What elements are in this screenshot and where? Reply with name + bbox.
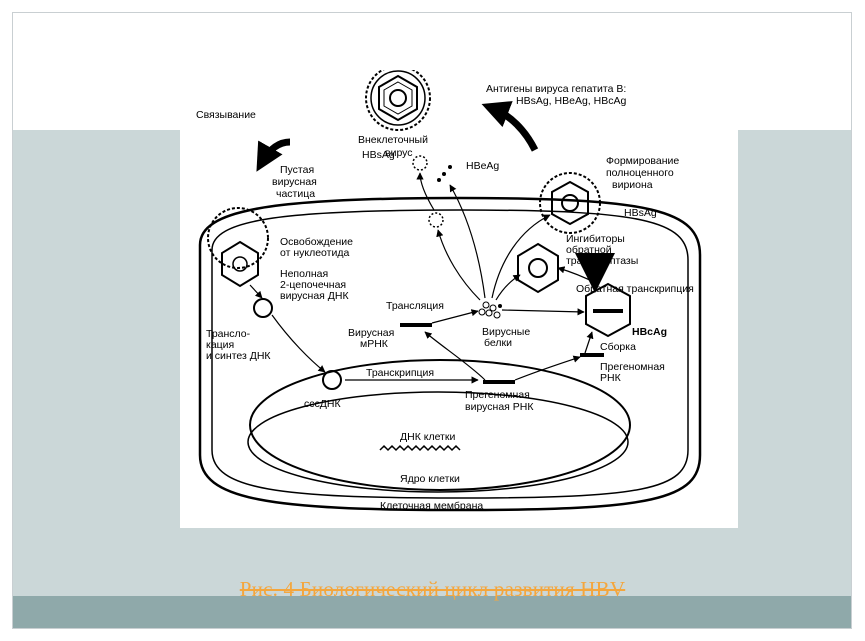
cell-membrane-inner — [211, 209, 689, 499]
cell-nucleus-label: Ядро клетки — [400, 473, 460, 485]
slide-band-bottom — [13, 596, 851, 628]
extracellular-label-1: Внеклеточный — [358, 134, 428, 146]
translocation-label-2: кация — [206, 339, 234, 351]
release-label-1: Освобождение — [280, 236, 353, 248]
extracellular-virus-icon — [365, 65, 431, 131]
hbsag-particle-top — [412, 155, 428, 171]
antigens-label-1: Антигены вируса гепатита В: — [486, 83, 626, 95]
transcription-label: Транскрипция — [366, 367, 434, 379]
arrow-proteins-to-nucleocapsid — [495, 274, 521, 301]
arrow-translation — [431, 309, 479, 324]
arrow-proteins-to-hbeag — [449, 184, 486, 299]
arrow-to-assembly — [584, 331, 594, 354]
empty-particle-label-2: вирусная — [272, 176, 317, 188]
inhibitors-label-1: Ингибиторы — [566, 233, 625, 245]
arrow-to-mrna — [424, 331, 486, 381]
hbeag-dots — [437, 165, 452, 182]
cccdna-label: cccДНК — [304, 398, 341, 410]
pregenomic-viral-label-1: Прегеномная — [465, 389, 530, 401]
hbeag-label: HBeAg — [466, 160, 499, 172]
figure-caption: Рис. 4 Биологический цикл развития HBV — [239, 577, 626, 601]
inhibitors-label-3: транскриптазы — [566, 255, 638, 267]
assembly-label: Сборка — [600, 341, 636, 353]
viral-mrna-label-1: Вирусная — [348, 327, 394, 339]
arrow-proteins-to-assembly — [501, 308, 585, 316]
viral-proteins-label-1: Вирусные — [482, 326, 530, 338]
assembly-hexagon-icon — [585, 282, 631, 338]
hbcag-label: HBcAg — [632, 326, 667, 338]
antigens-label-2: HBsAg, HBeAg, HBcAg — [516, 95, 626, 107]
cell-membrane-label: Клеточная мембрана — [380, 500, 483, 512]
viral-proteins-label-2: белки — [484, 337, 512, 349]
incomplete-dna-label-2: 2-цепочечная — [280, 279, 346, 291]
pregenomic-rna-label-1: Прегеномная — [600, 361, 665, 373]
cccdna-icon — [322, 370, 342, 390]
viral-mrna-label-2: мРНК — [360, 338, 389, 350]
incomplete-dna-label-3: вирусная ДНК — [280, 290, 349, 302]
pregenomic-rna-label-2: РНК — [600, 372, 622, 384]
formation-label-2: полноценного — [606, 167, 674, 179]
empty-particle-label-3: частица — [276, 188, 315, 200]
translation-label: Трансляция — [386, 300, 444, 312]
arrow-to-pregenomic-right — [514, 355, 581, 381]
binding-arrow — [256, 138, 291, 172]
empty-particle-icon — [207, 207, 269, 288]
cell-membrane-outer — [198, 196, 702, 512]
incomplete-dna-icon — [253, 298, 273, 318]
cell-nucleus-inner — [247, 391, 629, 493]
pregenomic-viral-label-2: вирусная РНК — [465, 401, 534, 413]
binding-label: Связывание — [196, 109, 256, 121]
arrow-proteins-to-hbsag — [436, 229, 481, 301]
release-label-2: от нуклеотида — [280, 247, 349, 259]
arrow-release-to-dna — [249, 284, 263, 299]
arrow-assembly-to-nucleocapsid — [557, 266, 599, 285]
arrow-dna-to-cccdna — [271, 314, 326, 373]
inhibitors-label-2: обратной — [566, 244, 612, 256]
translocation-label-1: Трансло- — [206, 328, 251, 340]
nucleocapsid-icon — [517, 242, 559, 294]
hbv-life-cycle-diagram: Антигены вируса гепатита В: HBsAg, HBeAg… — [180, 65, 738, 528]
cell-dna-label: ДНК клетки — [400, 431, 455, 443]
reverse-transcription-label: Обратная транскрипция — [576, 283, 694, 295]
hbsag-particle-lower — [428, 212, 444, 228]
extracellular-label-2: вирус — [385, 147, 413, 159]
arrow-hbsag-up — [416, 172, 435, 211]
translocation-label-3: и синтез ДНК — [206, 350, 271, 362]
incomplete-dna-label-1: Неполная — [280, 268, 328, 280]
formation-label-1: Формирование — [606, 155, 679, 167]
hbsag-right-label: HBsAg — [624, 207, 657, 219]
complete-virion-icon — [539, 172, 601, 234]
empty-particle-label-1: Пустая — [280, 164, 314, 176]
cell-dna-zigzag — [379, 444, 461, 452]
hbsag-top-label: HBsAg — [362, 149, 395, 161]
arrow-proteins-to-virion — [491, 214, 551, 299]
antigens-arrow — [481, 101, 539, 152]
formation-label-3: вириона — [612, 179, 653, 191]
viral-proteins-cluster — [478, 301, 502, 319]
cell-nucleus — [249, 359, 631, 491]
